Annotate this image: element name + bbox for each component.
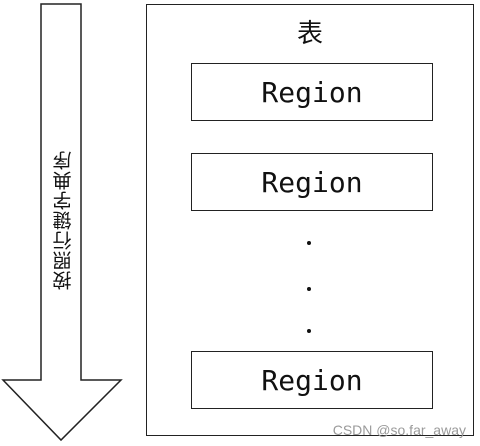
region-box-2: Region xyxy=(191,153,433,211)
table-container: 表 Region Region Region xyxy=(146,4,474,436)
region-box-3: Region xyxy=(191,351,433,409)
sort-direction-label: 按照行键字典序 xyxy=(52,150,75,290)
region-box-1: Region xyxy=(191,63,433,121)
watermark: CSDN @so.far_away xyxy=(332,422,466,438)
table-title: 表 xyxy=(296,19,323,49)
ellipsis-dot xyxy=(307,329,311,333)
ellipsis-dot xyxy=(307,287,311,291)
down-arrow-icon xyxy=(1,3,123,442)
ellipsis-dot xyxy=(307,241,311,245)
